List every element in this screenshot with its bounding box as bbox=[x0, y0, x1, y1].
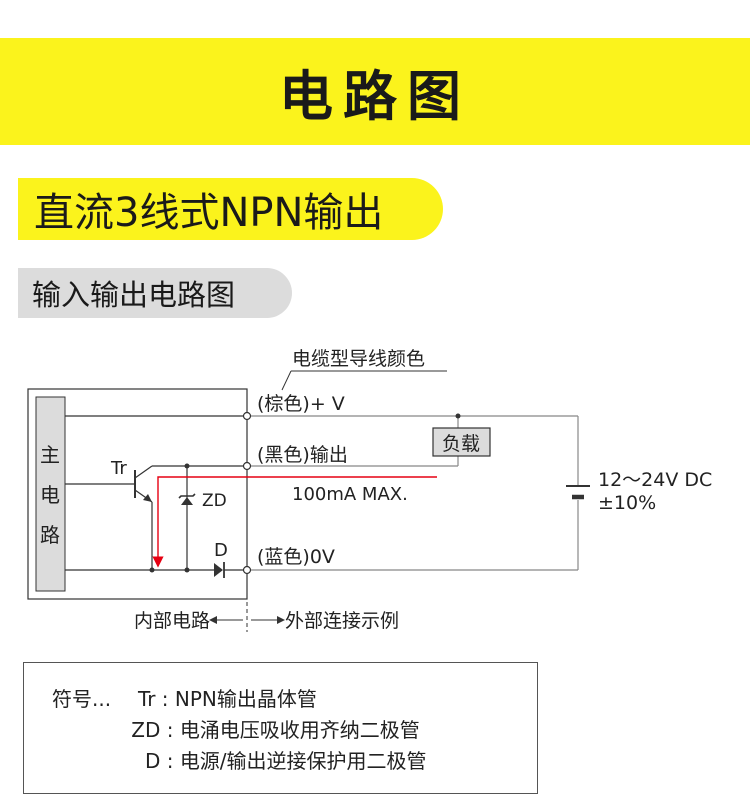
legend-row-tr: 符号... Tr : NPN输出晶体管 bbox=[52, 687, 317, 711]
wire-black-label: (黑色)输出 bbox=[257, 444, 348, 466]
main-circuit-char: 电 bbox=[40, 483, 60, 507]
legend-symbol: ZD bbox=[131, 718, 161, 742]
tr-label: Tr bbox=[110, 458, 127, 479]
header-banner: 电路图 bbox=[0, 38, 750, 145]
page-title: 电路图 bbox=[279, 65, 471, 128]
section-title: 直流3线式NPN输出 bbox=[34, 190, 384, 236]
internal-circuit-box bbox=[27, 388, 248, 600]
current-limit-label: 100mA MAX. bbox=[292, 484, 408, 505]
supply-voltage: 12～24V DC bbox=[598, 469, 712, 491]
legend-row-d: D : 电源/输出逆接保护用二极管 bbox=[52, 745, 427, 774]
legend-text: 电涌电压吸收用齐纳二极管 bbox=[179, 718, 420, 742]
subsection-title: 输入输出电路图 bbox=[32, 278, 236, 312]
terminal-output bbox=[242, 461, 252, 471]
legend-symbol: D bbox=[144, 749, 161, 773]
zd-label: ZD bbox=[202, 491, 227, 511]
subsection-heading: 输入输出电路图 bbox=[18, 268, 292, 318]
legend-prefix: 符号... bbox=[52, 687, 112, 711]
cable-color-label: 电缆型导线颜色 bbox=[292, 348, 425, 370]
main-circuit-char: 路 bbox=[40, 523, 60, 547]
legend-text: NPN输出晶体管 bbox=[174, 687, 317, 711]
current-flow-arrow bbox=[152, 476, 437, 568]
legend-symbol: Tr bbox=[137, 687, 156, 711]
main-circuit-block bbox=[35, 396, 66, 592]
wire-blue-label: (蓝色)0V bbox=[257, 546, 335, 568]
wire-brown-label: (棕色)+ V bbox=[257, 393, 345, 415]
main-circuit-char: 主 bbox=[40, 443, 60, 467]
supply-tolerance: ±10% bbox=[598, 492, 656, 514]
external-connection-label: 外部连接示例 bbox=[285, 610, 399, 632]
internal-circuit-label: 内部电路 bbox=[134, 610, 210, 632]
load-label: 负载 bbox=[442, 433, 480, 455]
section-heading: 直流3线式NPN输出 bbox=[18, 178, 443, 240]
terminal-plus bbox=[242, 411, 252, 421]
legend-text: 电源/输出逆接保护用二极管 bbox=[179, 749, 427, 773]
legend-row-zd: ZD : 电涌电压吸收用齐纳二极管 bbox=[52, 714, 420, 743]
diode-symbol bbox=[214, 563, 223, 577]
terminal-zero bbox=[242, 565, 252, 575]
d-label: D bbox=[214, 540, 228, 561]
symbol-legend: 符号... Tr : NPN输出晶体管 ZD : 电涌电压吸收用齐纳二极管 D … bbox=[23, 662, 538, 794]
load-box bbox=[432, 427, 491, 457]
zener-diode-symbol bbox=[181, 497, 193, 505]
